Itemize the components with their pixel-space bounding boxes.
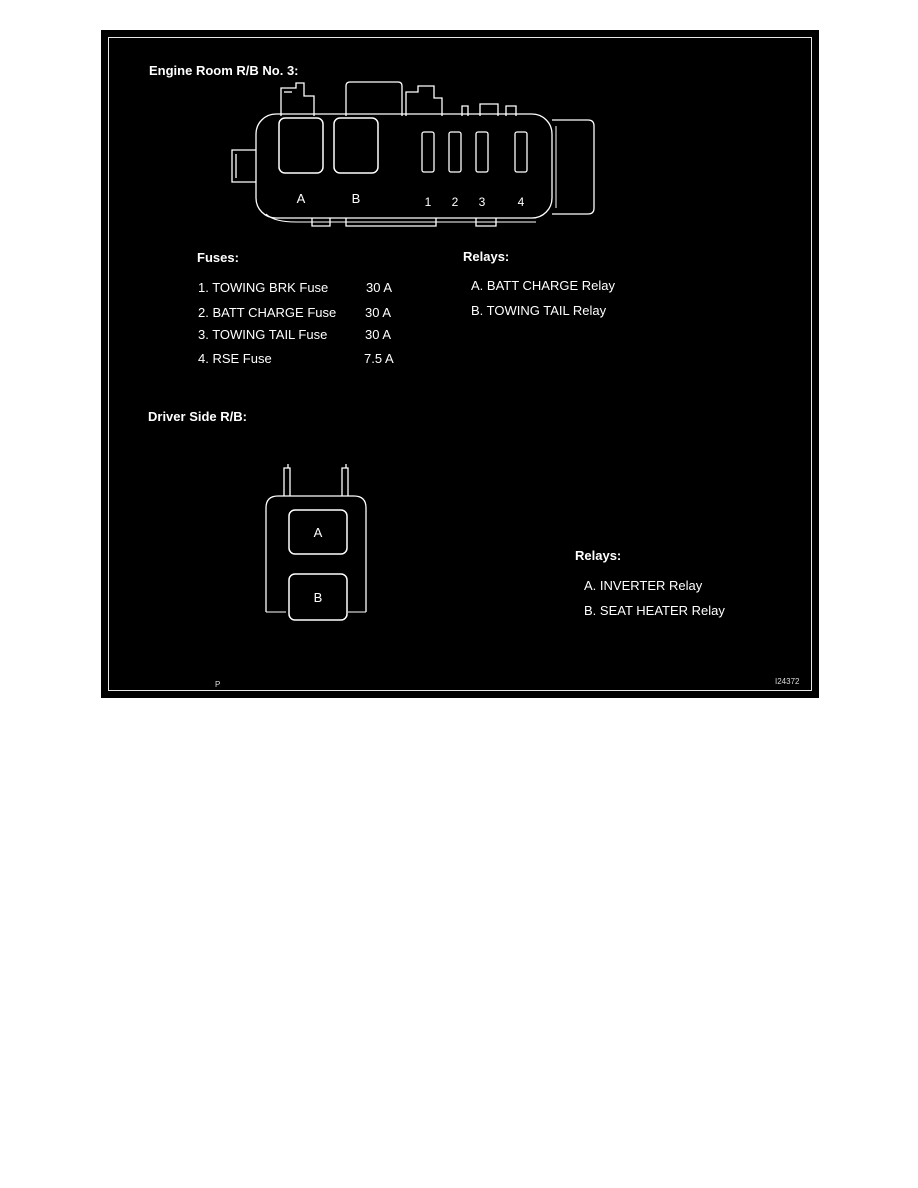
engine-relays-heading: Relays: [463, 249, 510, 264]
fuse-slot-3-label: 3 [479, 195, 486, 209]
fuse-slot-2 [448, 131, 462, 173]
driver-side-title: Driver Side R/B: [148, 409, 247, 424]
engine-relay-slot-a-label: A [297, 191, 306, 206]
fuse-slot-2-label: 2 [452, 195, 459, 209]
driver-side-block-drawing: A B [265, 464, 367, 621]
fuse-1-rating: 30 A [366, 280, 393, 295]
engine-relay-b: B. TOWING TAIL Relay [471, 303, 607, 318]
fuse-2-rating: 30 A [365, 305, 392, 320]
engine-room-title: Engine Room R/B No. 3: [149, 63, 299, 78]
relay-slot-a [278, 117, 324, 174]
fuses-heading: Fuses: [197, 250, 239, 265]
figure-id: I24372 [775, 677, 800, 686]
fuse-4-name: 4. RSE Fuse [198, 351, 272, 366]
fuse-3-rating: 30 A [365, 327, 392, 342]
diagram-panel: Engine Room R/B No. 3: [101, 30, 819, 698]
driver-relay-slot-a-label: A [314, 525, 323, 540]
driver-relay-a: A. INVERTER Relay [584, 578, 703, 593]
driver-relay-slot-b [288, 573, 348, 621]
fuse-1-name: 1. TOWING BRK Fuse [198, 280, 329, 295]
driver-relays-heading: Relays: [575, 548, 622, 563]
relay-slot-b [333, 117, 379, 174]
engine-room-block-drawing: A B 1 2 3 4 [231, 81, 595, 227]
fuse-slot-1-label: 1 [425, 195, 432, 209]
driver-relay-slot-a [288, 509, 348, 555]
fuse-slot-4-label: 4 [518, 195, 525, 209]
fuse-4-rating: 7.5 A [364, 351, 394, 366]
fuse-slot-4 [514, 131, 528, 173]
fuse-2-name: 2. BATT CHARGE Fuse [198, 305, 337, 320]
footer-left-mark: P [215, 680, 221, 689]
fuse-slot-1 [421, 131, 435, 173]
fuse-3-name: 3. TOWING TAIL Fuse [198, 327, 328, 342]
engine-relay-slot-b-label: B [352, 191, 361, 206]
diagram-frame [108, 37, 812, 691]
fuse-slot-3 [475, 131, 489, 173]
engine-relay-a: A. BATT CHARGE Relay [471, 278, 615, 293]
driver-relay-b: B. SEAT HEATER Relay [584, 603, 725, 618]
driver-relay-slot-b-label: B [314, 590, 323, 605]
